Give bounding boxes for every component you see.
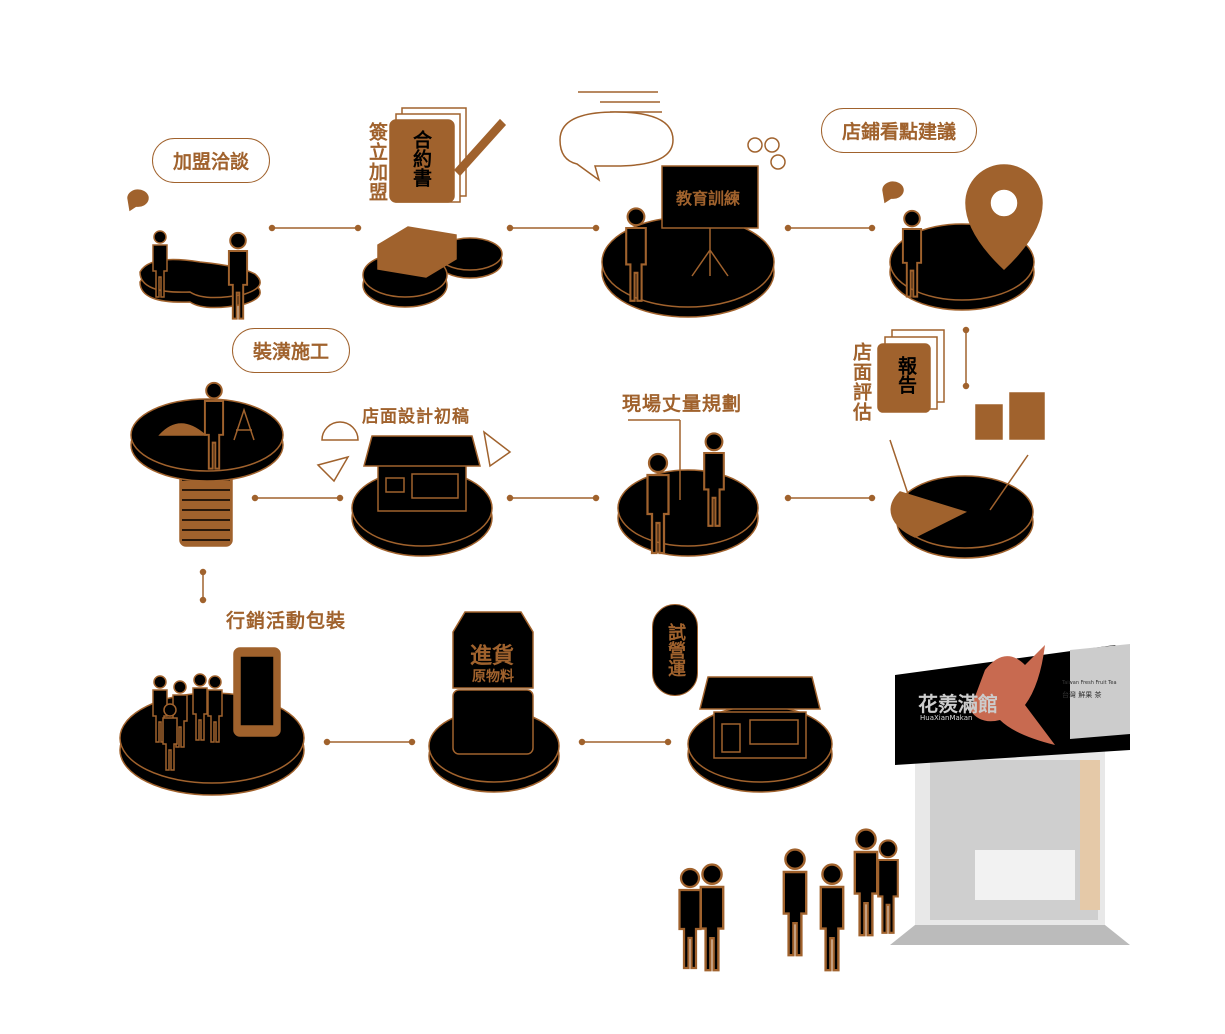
document-icon [1009, 392, 1045, 440]
step-site-suggestion-label: 店鋪看點建議 [821, 108, 978, 153]
platform-goods [428, 611, 560, 793]
connector [506, 494, 600, 502]
connector [251, 494, 344, 502]
platform-store-design [316, 421, 512, 557]
platform-negotiation [127, 189, 261, 320]
triangle-ruler-icon [316, 455, 350, 483]
tagline-zh: 台灣 鮮果 茶 [1062, 691, 1102, 699]
step-trial-operation-text: 試營運 [665, 623, 686, 677]
connector [784, 224, 876, 232]
protractor-icon [321, 421, 359, 441]
platform-site-suggestion [882, 164, 1043, 311]
barrier-icon [233, 407, 255, 441]
gears-icon [770, 154, 786, 170]
report-doc-label: 報告 [895, 356, 917, 394]
connector [578, 738, 672, 746]
step-store-design-label: 店面設計初稿 [362, 407, 470, 427]
platform-marketing [119, 647, 305, 796]
connector [323, 738, 416, 746]
chat-icon [882, 181, 904, 204]
platform-measuring [617, 419, 759, 557]
platform-renovation [130, 381, 284, 547]
platform-trial-operation [687, 676, 833, 793]
storefront-illustration [890, 644, 1130, 945]
connector [506, 224, 600, 232]
brand-name: 花羨滿館 [918, 692, 998, 716]
contract-document-icon [389, 119, 455, 203]
step-measuring-label: 現場丈量規劃 [622, 393, 743, 415]
chat-icon [127, 189, 149, 212]
thought-bubble [559, 111, 674, 182]
step-goods-label: 進貨 [470, 643, 515, 669]
contract-doc-label: 合約書 [410, 130, 432, 187]
document-stack-icon [975, 404, 1003, 440]
step-marketing-label: 行銷活動包裝 [226, 610, 347, 632]
box-icon [452, 689, 534, 755]
pie-slice [890, 491, 968, 538]
step-negotiation-label: 加盟洽談 [152, 138, 271, 183]
platform-evaluation [877, 329, 1045, 559]
storefront-icon [377, 464, 467, 512]
platform-contract [362, 107, 507, 308]
report-document-icon [877, 343, 931, 413]
tagline-en: Taiwan Fresh Fruit Tea [1062, 680, 1117, 686]
brand-name-en: HuaXianMakan [920, 714, 973, 722]
step-renovation-label: 裝潢施工 [232, 328, 351, 373]
step-trial-operation-label: 試營運 [652, 604, 698, 696]
customers [678, 828, 899, 972]
triangle-ruler-icon [482, 430, 512, 468]
connector [784, 494, 876, 502]
blackboard-icon [661, 165, 759, 229]
pen-icon [453, 118, 507, 177]
step-goods-sublabel: 原物料 [472, 669, 514, 685]
connector [199, 568, 207, 604]
connectors [199, 224, 970, 746]
step-evaluation-label: 店面評估 [850, 342, 872, 422]
step-training-label: 教育訓練 [676, 189, 741, 208]
storefront-icon [713, 711, 807, 759]
horse-rider-logo [970, 645, 1055, 745]
step-sign-contract-label: 簽立加盟 [366, 122, 388, 202]
connector [268, 224, 362, 232]
platform-training [559, 91, 786, 318]
connector [962, 326, 970, 390]
